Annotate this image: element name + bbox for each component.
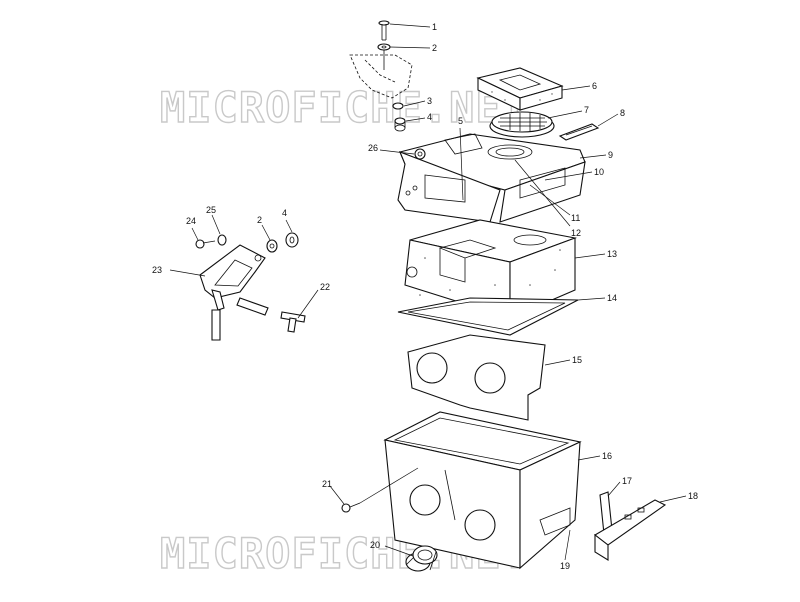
callout-21: 21	[322, 479, 332, 489]
callout-labels: 1 2 3 4 5 6 7 8 9 10 11 12 13 14 15 16 1…	[152, 22, 698, 571]
bracket-part-18	[594, 499, 667, 561]
strip-part-8	[558, 123, 600, 141]
callout-17: 17	[622, 476, 632, 486]
callout-19: 19	[560, 561, 570, 571]
callout-22: 22	[320, 282, 330, 292]
spacer-part-4-left	[285, 232, 299, 248]
callout-14: 14	[607, 293, 617, 303]
callout-1: 1	[432, 22, 437, 32]
callout-20: 20	[370, 540, 380, 550]
callout-8: 8	[620, 108, 625, 118]
foam-block-part-6	[476, 67, 564, 111]
callout-3: 3	[427, 96, 432, 106]
callout-13: 13	[607, 249, 617, 259]
washer-part-2	[377, 43, 391, 51]
callout-4-left: 4	[282, 208, 287, 218]
callout-10: 10	[594, 167, 604, 177]
tee-fitting-part-22	[280, 311, 306, 333]
callout-9: 9	[608, 150, 613, 160]
coupler-part-20	[405, 545, 438, 572]
callout-25: 25	[206, 205, 216, 215]
screw-part-24	[195, 239, 216, 249]
washer-part-3	[392, 102, 404, 110]
clip-part-26	[414, 148, 426, 160]
callout-24: 24	[186, 216, 196, 226]
tube-horizontal	[236, 297, 269, 316]
callout-5: 5	[458, 116, 463, 126]
callout-16: 16	[602, 451, 612, 461]
callout-23: 23	[152, 265, 162, 275]
callout-2-left: 2	[257, 215, 262, 225]
mount-bracket-part-23	[199, 244, 266, 311]
leader-lines	[169, 23, 687, 561]
callout-2: 2	[432, 43, 437, 53]
callout-15: 15	[572, 355, 582, 365]
callout-26: 26	[368, 143, 378, 153]
callout-11: 11	[571, 213, 580, 223]
washer-part-25	[217, 234, 227, 246]
screw-part-1	[378, 20, 390, 41]
watermark-top: MICROFICHE.NET	[160, 83, 528, 132]
gasket-part-14	[397, 297, 579, 336]
callout-12: 12	[571, 228, 581, 238]
tube-upright	[211, 309, 221, 341]
bracket-dashed-outline	[349, 50, 413, 99]
spacer-part-4	[394, 117, 406, 132]
callout-18: 18	[688, 491, 698, 501]
baffle-plate-part-15	[407, 334, 546, 421]
callout-6: 6	[592, 81, 597, 91]
callout-7: 7	[584, 105, 589, 115]
filter-element-part-7	[489, 111, 555, 138]
callout-4: 4	[427, 112, 432, 122]
washer-part-2-left	[266, 239, 278, 253]
screw-part-21	[341, 502, 361, 513]
airbox-base-part-16	[383, 411, 582, 570]
